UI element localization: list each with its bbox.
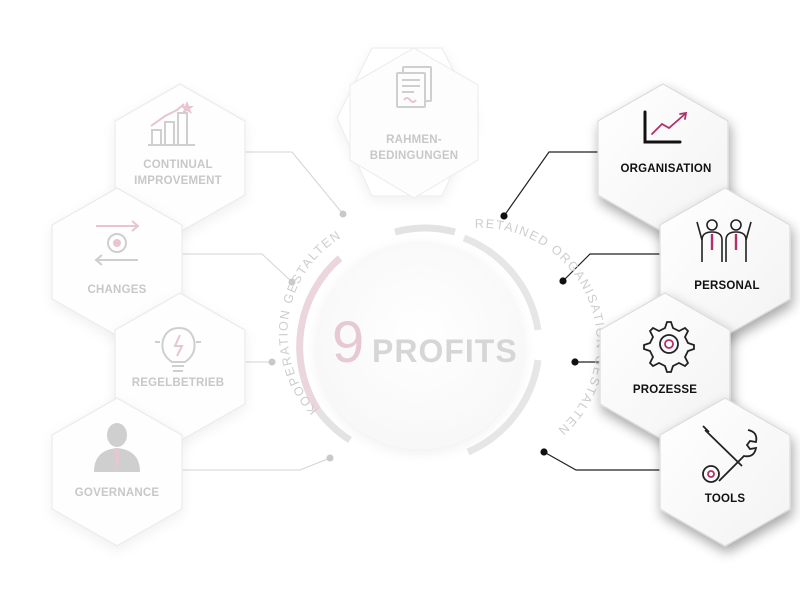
left-label-1: CHANGES xyxy=(88,284,147,296)
hex-governance[interactable]: GOVERNANCE xyxy=(51,397,183,547)
connector-dot xyxy=(268,358,276,366)
left-label-3: GOVERNANCE xyxy=(75,487,160,499)
people-icon xyxy=(696,219,752,262)
top-label-line2: BEDINGUNGEN xyxy=(370,150,458,162)
right-label-3: TOOLS xyxy=(705,493,746,505)
connector-dot xyxy=(540,448,548,456)
hex-tools[interactable]: TOOLS xyxy=(659,397,791,547)
ring-segment-top xyxy=(394,224,456,236)
ring-segment-left-gray xyxy=(315,407,352,443)
right-label-1: PERSONAL xyxy=(694,280,760,292)
connector-personal xyxy=(562,253,680,282)
businessman-icon xyxy=(94,423,140,472)
gear-icon xyxy=(643,321,695,373)
connector-dot xyxy=(500,212,508,220)
ring-segment-right-top xyxy=(462,234,542,331)
right-label-2: PROZESSE xyxy=(633,384,697,396)
center-disc xyxy=(316,241,524,449)
hex-organisation[interactable]: ORGANISATION xyxy=(597,83,729,233)
connector-tools xyxy=(543,451,683,471)
connector-dot xyxy=(288,278,296,286)
connector-changes xyxy=(163,253,293,283)
left-label-0-line1: CONTINUAL xyxy=(143,159,213,171)
bar-chart-icon xyxy=(148,101,195,146)
left-label-2: REGELBETRIEB xyxy=(132,377,225,389)
change-cycle-icon xyxy=(94,220,140,266)
lightbulb-icon xyxy=(155,326,201,372)
center-badge: KOOPERATION GESTALTEN RETAINED ORGANISAT… xyxy=(276,217,606,456)
hex-rahmenbedingungen[interactable]: RAHMEN- BEDINGUNGEN xyxy=(336,47,479,199)
connector-continual-improvement xyxy=(229,151,344,215)
top-label-line1: RAHMEN- xyxy=(386,134,442,146)
hex-personal[interactable]: PERSONAL xyxy=(659,187,791,337)
left-hexes: CONTINUAL IMPROVEMENT CHANGES xyxy=(51,83,246,547)
left-label-0-line2: IMPROVEMENT xyxy=(134,175,222,187)
connector-organisation xyxy=(503,151,614,217)
connector-dot xyxy=(326,454,334,462)
connector-dot xyxy=(559,277,567,285)
ring-segment-right-bottom xyxy=(466,359,542,456)
right-hexes: ORGANISATION PERSONAL xyxy=(597,83,791,547)
center-word: PROFITS xyxy=(372,333,518,369)
right-label-0: ORGANISATION xyxy=(621,163,712,175)
hex-changes[interactable]: CHANGES xyxy=(51,187,183,337)
center-number: 9 xyxy=(332,310,364,375)
ring-segment-left-accent xyxy=(296,255,343,412)
tools-icon xyxy=(702,425,758,483)
document-icon xyxy=(396,66,432,108)
trend-chart-icon xyxy=(643,110,688,144)
connector-dot xyxy=(339,210,347,218)
connector-dot xyxy=(571,358,579,366)
hex-regelbetrieb[interactable]: REGELBETRIEB xyxy=(114,292,246,442)
connector-governance xyxy=(163,457,331,471)
